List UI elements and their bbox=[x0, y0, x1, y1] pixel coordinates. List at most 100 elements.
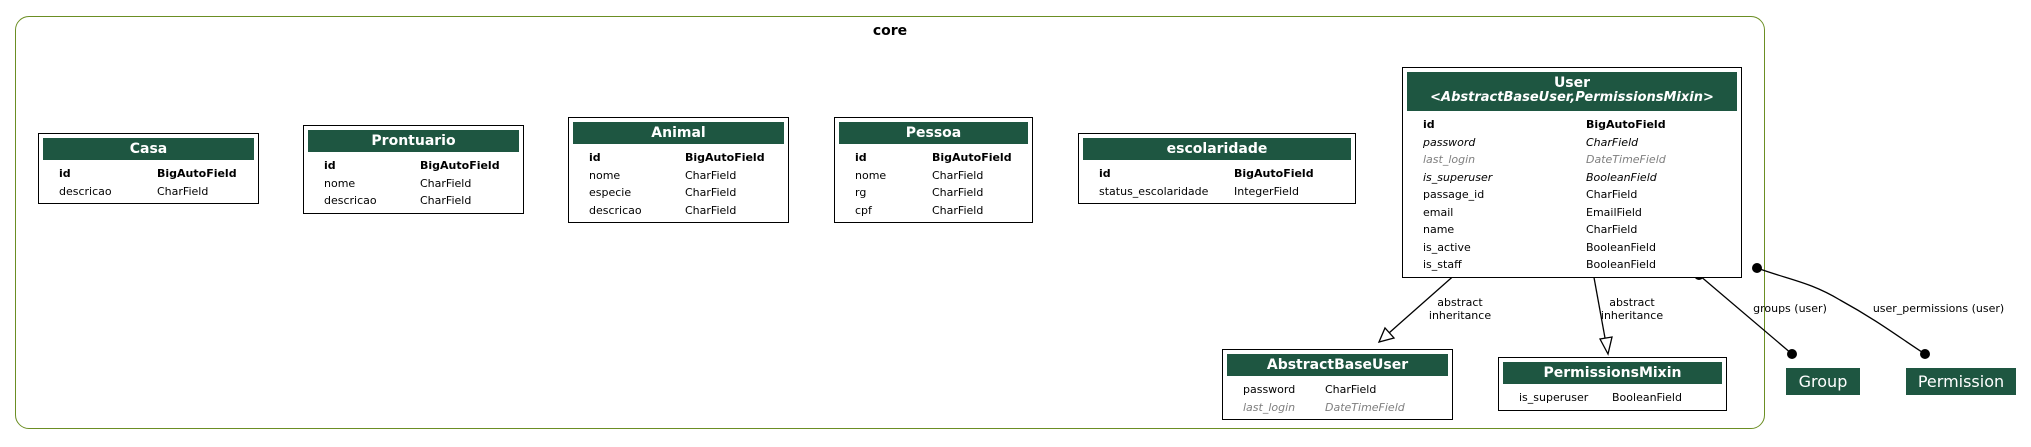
model-escolaridade[interactable]: escolaridade id BigAutoField status_escola… bbox=[1078, 133, 1356, 204]
external-node-permission[interactable]: Permission bbox=[1906, 368, 2016, 395]
field-type: CharField bbox=[420, 176, 472, 190]
field-row: id BigAutoField bbox=[39, 165, 258, 183]
edge-groups bbox=[1698, 274, 1793, 355]
field-row: nome CharField bbox=[304, 175, 523, 193]
model-permissionsmixin[interactable]: PermissionsMixin is_superuser BooleanFiel… bbox=[1498, 357, 1727, 411]
arrowhead-permissionsmixin bbox=[1599, 336, 1613, 356]
field-type: CharField bbox=[1586, 135, 1639, 149]
field-name: id bbox=[855, 151, 867, 164]
field-type: DateTimeField bbox=[1325, 400, 1405, 414]
field-name: id bbox=[59, 167, 71, 180]
model-abstractbaseuser-header: AbstractBaseUser bbox=[1226, 353, 1449, 377]
model-prontuario-header: Prontuario bbox=[307, 129, 520, 153]
field-name: descricao bbox=[59, 184, 112, 198]
edge-user-permissions-end-dot bbox=[1920, 349, 1930, 359]
field-name: descricao bbox=[589, 203, 642, 217]
field-type: BooleanField bbox=[1586, 170, 1657, 184]
field-row: status_escolaridade IntegerField bbox=[1079, 183, 1355, 201]
edge-label-abstract-inheritance-1: abstract inheritance bbox=[1428, 296, 1492, 322]
field-type: IntegerField bbox=[1234, 184, 1299, 198]
edge-label-user-permissions: user_permissions (user) bbox=[1872, 302, 2005, 315]
field-type: CharField bbox=[685, 203, 737, 217]
field-row: is_superuser BooleanField bbox=[1403, 169, 1741, 187]
field-row: descricao CharField bbox=[569, 202, 788, 220]
field-type: CharField bbox=[932, 168, 984, 182]
edge-user-permissions bbox=[1756, 267, 1926, 355]
field-name: is_superuser bbox=[1519, 391, 1589, 404]
model-permissionsmixin-header: PermissionsMixin bbox=[1502, 361, 1723, 385]
model-pessoa-header: Pessoa bbox=[838, 121, 1029, 145]
field-type: BigAutoField bbox=[157, 167, 237, 180]
field-name: is_superuser bbox=[1423, 170, 1493, 184]
field-type: BooleanField bbox=[1586, 258, 1656, 271]
model-casa-fields: id BigAutoField descricao CharField bbox=[39, 165, 258, 203]
field-type: BigAutoField bbox=[685, 151, 765, 164]
field-name: last_login bbox=[1423, 153, 1476, 166]
field-name: is_staff bbox=[1423, 258, 1462, 271]
field-type: CharField bbox=[685, 186, 737, 199]
field-type: BigAutoField bbox=[1586, 118, 1666, 131]
field-name: rg bbox=[855, 186, 867, 199]
field-name: nome bbox=[855, 168, 887, 182]
field-name: nome bbox=[324, 176, 356, 190]
field-row: passage_id CharField bbox=[1403, 186, 1741, 204]
edge-user-abstractbaseuser bbox=[1388, 271, 1459, 334]
field-name: email bbox=[1423, 205, 1454, 219]
edge-user-permissions-start-dot bbox=[1752, 263, 1762, 273]
field-name: id bbox=[1423, 118, 1435, 131]
field-type: CharField bbox=[157, 184, 209, 198]
field-row: id BigAutoField bbox=[1403, 116, 1741, 134]
field-name: password bbox=[1423, 135, 1476, 149]
field-name: id bbox=[324, 159, 336, 172]
field-name: status_escolaridade bbox=[1099, 184, 1209, 198]
model-escolaridade-header: escolaridade bbox=[1082, 137, 1352, 161]
field-type: BigAutoField bbox=[420, 159, 500, 172]
field-type: EmailField bbox=[1586, 205, 1642, 219]
field-type: CharField bbox=[932, 186, 984, 199]
cluster-core: core bbox=[15, 16, 1765, 429]
field-type: CharField bbox=[1586, 223, 1638, 236]
field-row: id BigAutoField bbox=[569, 149, 788, 167]
field-type: BigAutoField bbox=[1234, 167, 1314, 180]
model-casa-header: Casa bbox=[42, 137, 255, 161]
field-name: nome bbox=[589, 168, 621, 182]
field-name: passage_id bbox=[1423, 188, 1485, 201]
field-name: last_login bbox=[1243, 400, 1296, 414]
edge-user-permissionsmixin bbox=[1592, 271, 1606, 339]
field-row: descricao CharField bbox=[39, 183, 258, 201]
field-type: CharField bbox=[1586, 188, 1638, 201]
model-permissionsmixin-fields: is_superuser BooleanField bbox=[1499, 389, 1726, 410]
field-row: email EmailField bbox=[1403, 204, 1741, 222]
field-type: BooleanField bbox=[1612, 391, 1682, 404]
field-name: especie bbox=[589, 186, 632, 199]
model-casa[interactable]: Casa id BigAutoField descricao CharField bbox=[38, 133, 259, 204]
field-row: rg CharField bbox=[835, 184, 1032, 202]
field-type: CharField bbox=[420, 194, 472, 207]
model-user[interactable]: User <AbstractBaseUser,PermissionsMixin>… bbox=[1402, 67, 1742, 278]
field-row: is_superuser BooleanField bbox=[1499, 389, 1726, 407]
field-row: especie CharField bbox=[569, 184, 788, 202]
field-name: id bbox=[1099, 167, 1111, 180]
external-node-group[interactable]: Group bbox=[1786, 368, 1860, 395]
field-name: password bbox=[1243, 383, 1296, 396]
model-user-header: User <AbstractBaseUser,PermissionsMixin> bbox=[1406, 71, 1738, 112]
field-row: descricao CharField bbox=[304, 192, 523, 210]
field-type: BooleanField bbox=[1586, 240, 1656, 254]
field-name: id bbox=[589, 151, 601, 164]
edge-groups-end-dot bbox=[1787, 349, 1797, 359]
field-name: descricao bbox=[324, 194, 377, 207]
